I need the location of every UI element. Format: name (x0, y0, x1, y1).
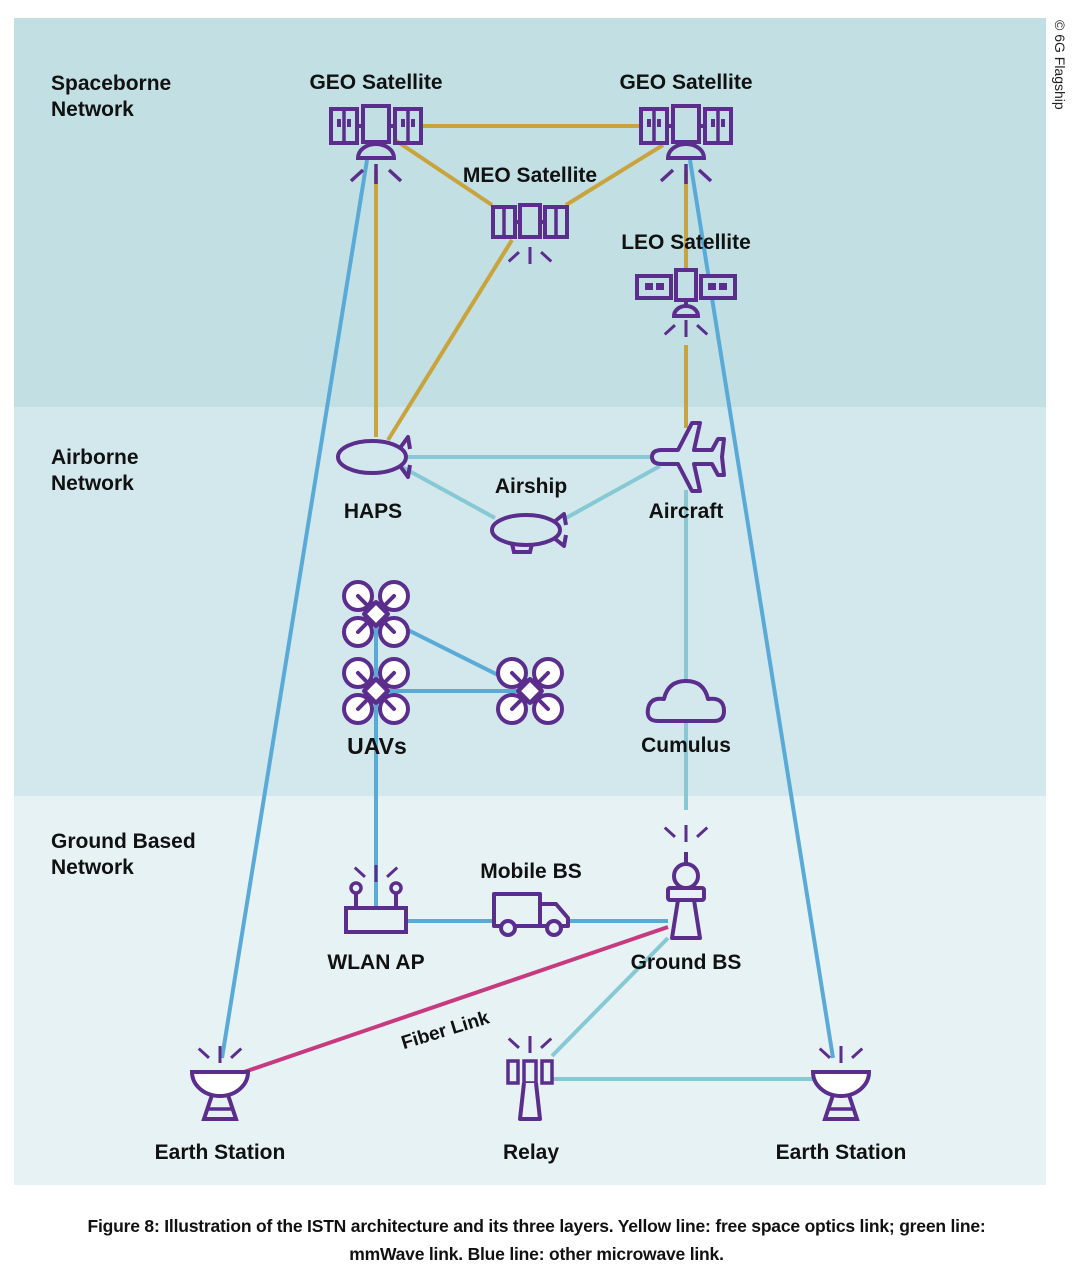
link-geo-left-earth-left (220, 159, 369, 1059)
copyright-text: © 6G Flagship (1052, 20, 1068, 110)
geo-satellite-left: GEO Satellite (309, 71, 443, 186)
aircraft: Aircraft (649, 421, 726, 523)
copyright-notice: © 6G Flagship (1052, 20, 1068, 110)
airship-label: Airship (495, 475, 567, 498)
wlan-ap: WLAN AP (327, 863, 425, 974)
mmwave-links (401, 455, 815, 1081)
tower-icon (663, 823, 709, 940)
cumulus: Cumulus (641, 679, 731, 757)
mobile-bs-label: Mobile BS (480, 860, 582, 883)
airplane-icon (650, 421, 726, 493)
truck-icon (492, 892, 570, 937)
link-geo-left-meo (393, 138, 494, 207)
aircraft-label: Aircraft (649, 500, 724, 523)
relay: Relay (503, 1034, 559, 1164)
uavs: UAVs (342, 580, 564, 759)
meo-satellite-label: MEO Satellite (463, 164, 597, 187)
geo-satellite-right: GEO Satellite (619, 71, 753, 186)
cumulus-label: Cumulus (641, 734, 731, 757)
satellite-icon (491, 203, 569, 266)
fiber-link (243, 925, 669, 1074)
earth-station-left: Earth Station (155, 1044, 286, 1164)
fso-links (374, 124, 688, 442)
ground-layer-band (14, 796, 1046, 1185)
airborne-layer-label-line1: Airborne (51, 446, 139, 469)
caption-line-1: Figure 8: Illustration of the ISTN archi… (87, 1216, 986, 1236)
router-icon (344, 863, 408, 934)
link-haps-airship (401, 465, 496, 520)
ground-bs-label: Ground BS (631, 951, 742, 974)
earth-station-right: Earth Station (776, 1044, 907, 1164)
relay-label: Relay (503, 1141, 559, 1164)
link-geo-right-meo (564, 143, 665, 207)
airborne-layer-band (14, 407, 1046, 796)
satellite-icon (635, 268, 737, 339)
caption-line-2: mmWave link. Blue line: other microwave … (349, 1244, 724, 1264)
relay-icon (506, 1034, 554, 1121)
airship-icon (336, 435, 412, 479)
link-meo-haps (386, 238, 514, 442)
earth-station-right-label: Earth Station (776, 1141, 907, 1164)
uavs-label: UAVs (347, 733, 407, 759)
link-geo-right-earth-right (688, 159, 835, 1059)
ground-bs: Ground BS (631, 823, 742, 974)
haps: HAPS (336, 435, 412, 523)
airborne-layer-label-line2: Network (51, 472, 134, 495)
spaceborne-layer-label-line2: Network (51, 98, 134, 121)
earth-station-left-label: Earth Station (155, 1141, 286, 1164)
ground-layer-label-line2: Network (51, 856, 134, 879)
figure-caption: Figure 8: Illustration of the ISTN archi… (20, 1212, 1053, 1268)
wlan-ap-label: WLAN AP (327, 951, 424, 974)
mobile-bs: Mobile BS (480, 860, 582, 937)
geo-satellite-left-label: GEO Satellite (309, 71, 442, 94)
ground-layer-label-line1: Ground Based (51, 830, 196, 853)
airship: Airship (490, 475, 568, 554)
cloud-icon (645, 679, 726, 723)
meo-satellite: MEO Satellite (463, 164, 597, 266)
haps-label: HAPS (344, 500, 402, 523)
leo-satellite-label: LEO Satellite (621, 231, 751, 254)
link-airship-aircraft (565, 464, 661, 520)
link-groundbs-relay (550, 936, 670, 1058)
spaceborne-layer-label-line1: Spaceborne (51, 72, 171, 95)
geo-satellite-right-label: GEO Satellite (619, 71, 752, 94)
leo-satellite: LEO Satellite (621, 231, 751, 339)
istn-diagram: Fiber Link Spaceborne Network Airborne N… (14, 18, 1046, 1185)
airship-icon (490, 512, 568, 554)
